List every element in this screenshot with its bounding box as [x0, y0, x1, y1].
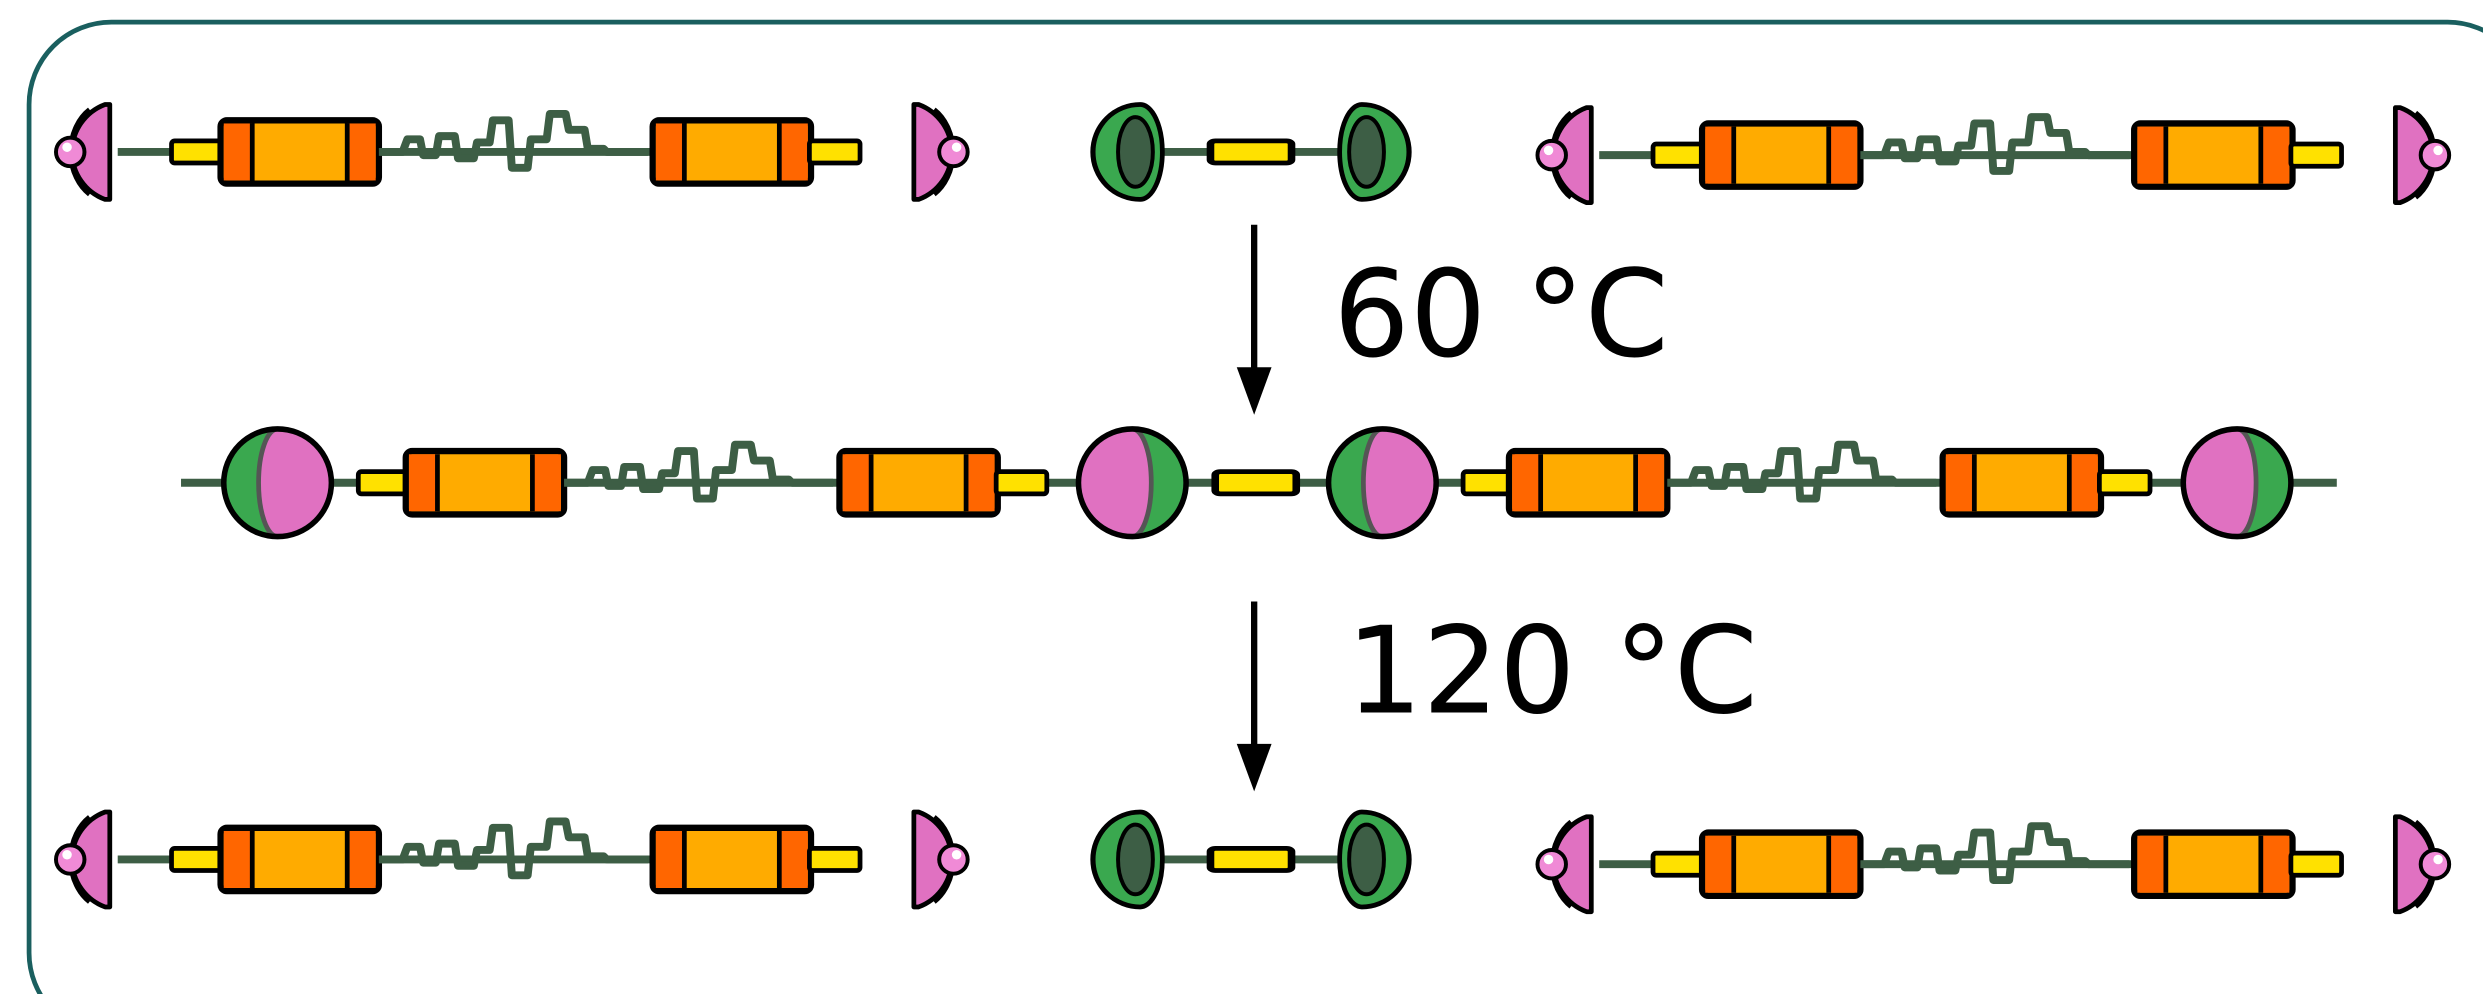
- arrow-step-2: [1236, 601, 1272, 792]
- polymer-middle: [181, 429, 2337, 537]
- monomer-top-left: [56, 104, 968, 199]
- monomer-bottom-right: [1537, 817, 2449, 912]
- monomer-top-right: [1537, 108, 2449, 203]
- outer-frame: [26, 19, 2483, 994]
- step-label-1: 60 °C: [1333, 245, 1668, 385]
- crosslinker-bottom: [1093, 812, 1410, 907]
- arrow-step-1: [1236, 224, 1272, 415]
- monomer-bottom-left: [56, 812, 968, 907]
- step-label-2: 120 °C: [1346, 601, 1758, 741]
- crosslinker-top: [1093, 104, 1410, 199]
